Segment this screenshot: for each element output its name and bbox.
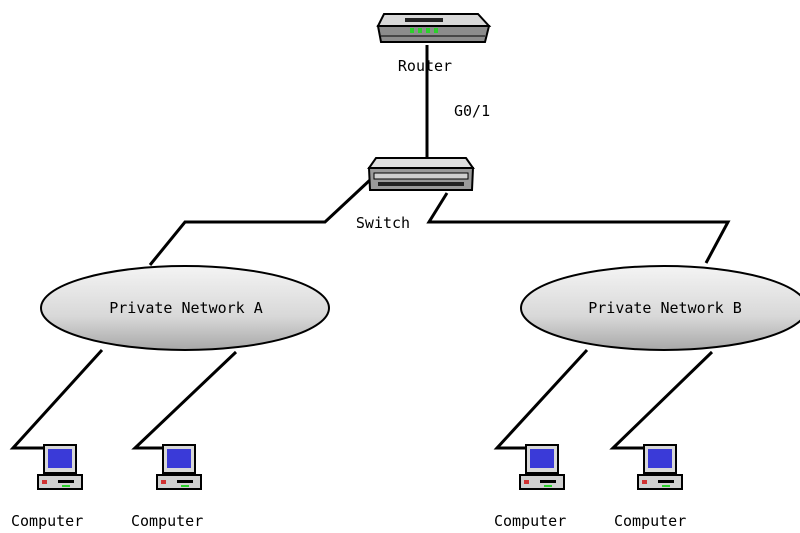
network-a-computer-2-link xyxy=(131,350,238,450)
connection-lines xyxy=(9,45,731,450)
switch-icon xyxy=(367,157,475,191)
switch-label: Switch xyxy=(356,214,410,232)
switch[interactable]: Switch xyxy=(356,157,475,232)
computer-a1[interactable]: Computer xyxy=(11,444,83,530)
computer-label: Computer xyxy=(494,512,566,530)
network-a-label: Private Network A xyxy=(109,299,263,317)
computer-label: Computer xyxy=(11,512,83,530)
cloud-shape xyxy=(40,265,330,351)
computer-b2[interactable]: Computer xyxy=(614,444,686,530)
network-b-label: Private Network B xyxy=(588,299,742,317)
router-icon xyxy=(376,13,492,43)
computer-icon xyxy=(37,444,83,490)
computer-label: Computer xyxy=(614,512,686,530)
computer-b1[interactable]: Computer xyxy=(494,444,566,530)
switch-network-b-link xyxy=(426,192,731,264)
switch-network-a-link xyxy=(148,178,372,266)
cloud-shape xyxy=(520,265,800,351)
router[interactable]: Router xyxy=(376,13,492,75)
private-network-b-cloud[interactable]: Private Network B xyxy=(520,265,800,351)
network-b-computer-1-link xyxy=(493,348,589,450)
computer-a2[interactable]: Computer xyxy=(131,444,203,530)
computer-icon xyxy=(519,444,565,490)
network-a-computer-1-link xyxy=(9,348,104,450)
router-label: Router xyxy=(398,57,452,75)
computer-icon xyxy=(156,444,202,490)
network-b-computer-2-link xyxy=(609,350,714,450)
computer-label: Computer xyxy=(131,512,203,530)
private-network-a-cloud[interactable]: Private Network A xyxy=(40,265,330,351)
computer-icon xyxy=(637,444,683,490)
router-port-label: G0/1 xyxy=(454,102,490,120)
